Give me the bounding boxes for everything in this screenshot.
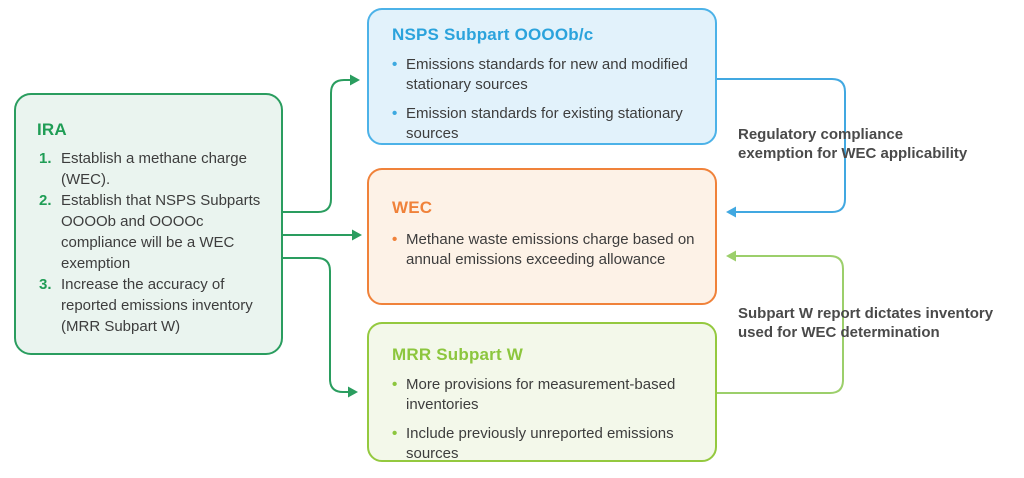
wec-bullet-1: • Methane waste emissions charge based o… — [392, 230, 697, 270]
nsps-bullet-1-text: Emissions standards for new and modified… — [406, 56, 688, 93]
wec-bullet-1-text: Methane waste emissions charge based on … — [406, 231, 695, 268]
arrow-ira-to-mrr — [283, 257, 358, 398]
arrow-ira-to-wec — [283, 229, 362, 241]
wec-title: WEC — [392, 198, 433, 217]
mrr-bullet-1-text: More provisions for measurement-based in… — [406, 376, 676, 413]
bullet-dot-icon: • — [392, 105, 398, 122]
mrr-box: MRR Subpart W • More provisions for meas… — [367, 322, 717, 462]
wec-box: WEC • Methane waste emissions charge bas… — [367, 168, 717, 305]
ira-item-2-text: Establish that NSPS Subparts OOOOb and O… — [61, 192, 261, 272]
annotation-regulatory-line2: exemption for WEC applicability — [738, 145, 968, 162]
nsps-title: NSPS Subpart OOOOb/c — [392, 25, 594, 44]
arrow-ira-to-nsps — [283, 74, 360, 213]
annotation-subpartw-line2: used for WEC determination — [738, 324, 940, 341]
bullet-dot-icon: • — [392, 56, 398, 73]
ira-item-1-text: Establish a methane charge (WEC). — [61, 150, 247, 188]
ira-box: IRA 1. Establish a methane charge (WEC).… — [14, 93, 283, 355]
bullet-dot-icon: • — [392, 425, 398, 442]
mrr-bullet-2: • Include previously unreported emission… — [392, 424, 697, 464]
annotation-subpartw-inventory: Subpart W report dictates inventory used… — [738, 304, 1024, 342]
nsps-bullet-2: • Emission standards for existing statio… — [392, 104, 697, 144]
ira-item-2: 2. Establish that NSPS Subparts OOOOb an… — [39, 190, 267, 274]
mrr-bullet-1: • More provisions for measurement-based … — [392, 375, 697, 415]
mrr-title: MRR Subpart W — [392, 345, 524, 364]
ira-item-3-number: 3. — [39, 276, 52, 293]
ira-item-3: 3. Increase the accuracy of reported emi… — [39, 274, 267, 337]
ira-item-1: 1. Establish a methane charge (WEC). — [39, 148, 267, 190]
nsps-bullet-2-text: Emission standards for existing stationa… — [406, 105, 683, 142]
annotation-subpartw-line1: Subpart W report dictates inventory — [738, 305, 994, 322]
ira-title: IRA — [37, 120, 67, 139]
ira-item-1-number: 1. — [39, 150, 52, 167]
nsps-box: NSPS Subpart OOOOb/c • Emissions standar… — [367, 8, 717, 145]
annotation-regulatory-exemption: Regulatory compliance exemption for WEC … — [738, 125, 978, 163]
bullet-dot-icon: • — [392, 376, 398, 393]
nsps-bullet-1: • Emissions standards for new and modifi… — [392, 55, 697, 95]
ira-item-2-number: 2. — [39, 192, 52, 209]
annotation-regulatory-line1: Regulatory compliance — [738, 126, 904, 143]
ira-item-3-text: Increase the accuracy of reported emissi… — [61, 276, 253, 335]
bullet-dot-icon: • — [392, 231, 398, 248]
mrr-bullet-2-text: Include previously unreported emissions … — [406, 425, 674, 462]
